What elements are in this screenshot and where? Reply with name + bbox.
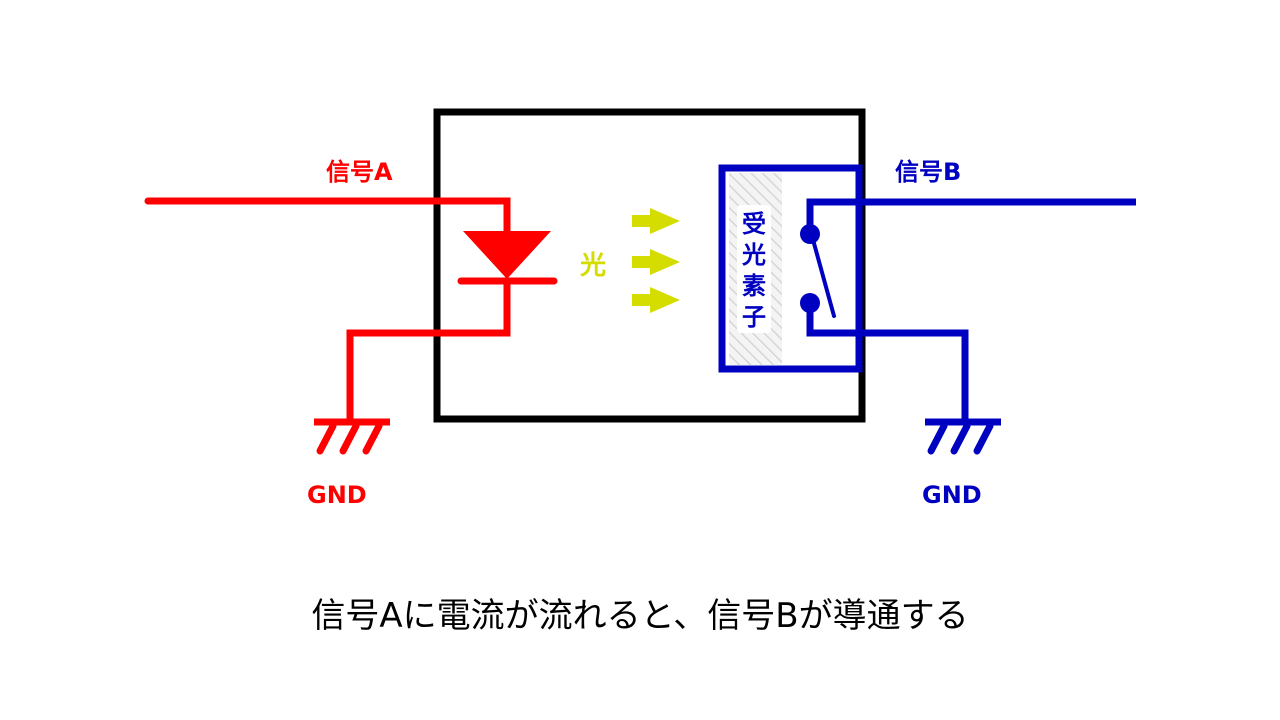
output-circuit [806,198,1136,420]
svg-text:光: 光 [741,241,766,269]
caption: 信号Aに電流が流れると、信号Bが導通する [311,596,968,636]
input-circuit [144,197,558,420]
svg-text:素: 素 [742,272,766,300]
light-arrows [632,208,680,313]
signal-a-wire [144,197,511,236]
switch-lower-wire [806,304,969,420]
light-arrow-icon [632,249,680,275]
led-icon [463,231,551,279]
gnd-right-label: GND [922,481,982,509]
led-cathode-wire [346,280,511,420]
signal-a-label: 信号A [326,158,393,186]
light-arrow-icon [632,287,680,313]
svg-text:子: 子 [742,303,766,331]
ground-icon-left [314,418,390,455]
switch-blade [810,234,836,318]
receiver-outline [718,164,863,373]
light-label: 光 [579,251,606,281]
switch-contact-bottom [800,293,820,313]
svg-text:受: 受 [742,210,766,238]
switch-contact-top [800,224,820,244]
signal-b-label: 信号B [895,158,961,186]
gnd-left-label: GND [307,481,367,509]
signal-b-wire [806,198,1136,234]
light-arrow-icon [632,208,680,234]
receiver-label: 受 光 素 子 [737,205,771,333]
ground-icon-right [925,418,1001,455]
